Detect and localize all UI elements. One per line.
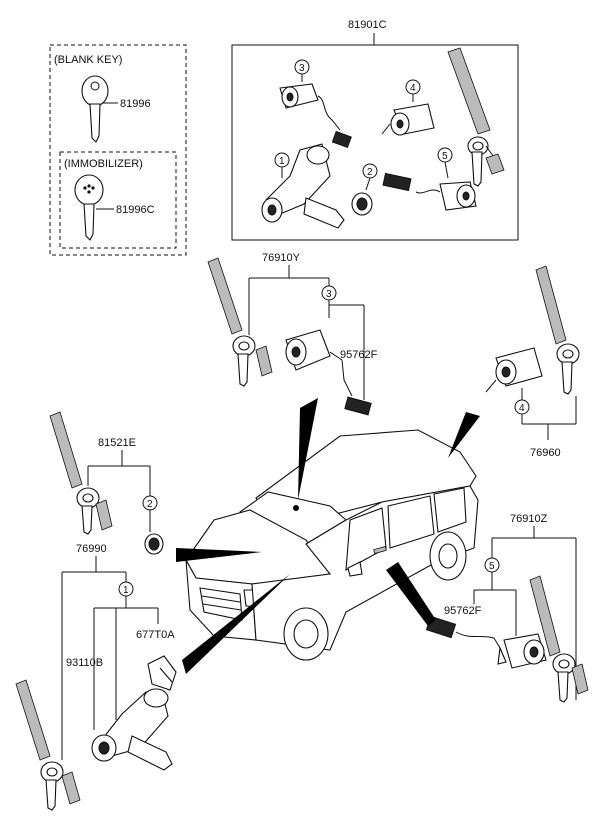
lock-set-box bbox=[231, 44, 519, 241]
part-number-81901C: 81901C bbox=[348, 19, 387, 31]
immobilizer-box-label: (IMMOBILIZER) bbox=[64, 158, 143, 170]
ignition-key bbox=[15, 679, 81, 811]
door-lock-rh-cylinder bbox=[497, 633, 547, 669]
tailgate-cylinder bbox=[485, 347, 543, 393]
pointer-door-rh bbox=[386, 562, 436, 626]
part-number-76960: 76960 bbox=[530, 447, 561, 459]
pointer-tailgate bbox=[448, 412, 480, 458]
tailgate-key bbox=[535, 265, 580, 395]
blank-key-box bbox=[49, 44, 187, 256]
blank-key-part bbox=[81, 75, 109, 143]
lock-set-item-1: 1 bbox=[261, 143, 345, 229]
pointer-door-lh bbox=[298, 398, 318, 500]
part-number-76910Y: 76910Y bbox=[262, 252, 301, 264]
callout-4-tailgate-text: 4 bbox=[519, 403, 525, 414]
callout-5-box: 5 bbox=[442, 151, 448, 162]
callout-4-box: 4 bbox=[410, 83, 416, 94]
part-number-677T0A: 677T0A bbox=[136, 629, 175, 641]
glovebox-key bbox=[49, 411, 113, 535]
pointer-ignition bbox=[182, 574, 290, 674]
part-number-81996C: 81996C bbox=[116, 204, 155, 216]
part-number-95762F-rh: 95762F bbox=[444, 605, 482, 617]
part-number-95762F-lh: 95762F bbox=[340, 349, 378, 361]
door-lock-lh-key bbox=[207, 257, 273, 387]
ignition-module bbox=[147, 655, 177, 691]
callout-1-ignition-text: 1 bbox=[123, 585, 129, 596]
part-number-81521E: 81521E bbox=[98, 437, 136, 449]
lock-set-key bbox=[447, 47, 505, 187]
lock-set-item-5: 5 bbox=[382, 147, 477, 211]
door-lock-rh-key bbox=[529, 575, 589, 703]
door-lock-lh-cylinder bbox=[285, 329, 372, 416]
callout-3-box: 3 bbox=[299, 63, 305, 74]
immobilizer-key-part bbox=[74, 174, 104, 241]
door-lock-rh-connector bbox=[425, 615, 501, 649]
glovebox-cylinder bbox=[144, 533, 164, 555]
callout-3-door-text: 3 bbox=[326, 289, 332, 300]
pointer-glovebox bbox=[176, 548, 262, 562]
part-number-76990: 76990 bbox=[76, 543, 107, 555]
ignition-body bbox=[91, 688, 173, 771]
pointer-door-lh-dot bbox=[293, 505, 299, 511]
part-number-76910Z: 76910Z bbox=[510, 513, 548, 525]
lock-set-item-3: 3 bbox=[279, 59, 352, 149]
callout-2-box: 2 bbox=[367, 167, 373, 178]
immobilizer-box bbox=[59, 151, 177, 249]
part-number-93110B: 93110B bbox=[66, 657, 103, 669]
callout-5-door-text: 5 bbox=[489, 561, 495, 572]
lock-set-item-2: 2 bbox=[351, 163, 378, 216]
blank-key-box-label: (BLANK KEY) bbox=[54, 54, 122, 66]
callout-2-glovebox-text: 2 bbox=[147, 499, 153, 510]
part-number-81996: 81996 bbox=[120, 98, 151, 110]
callout-1-box: 1 bbox=[279, 156, 285, 167]
lock-set-item-4: 4 bbox=[381, 79, 435, 136]
